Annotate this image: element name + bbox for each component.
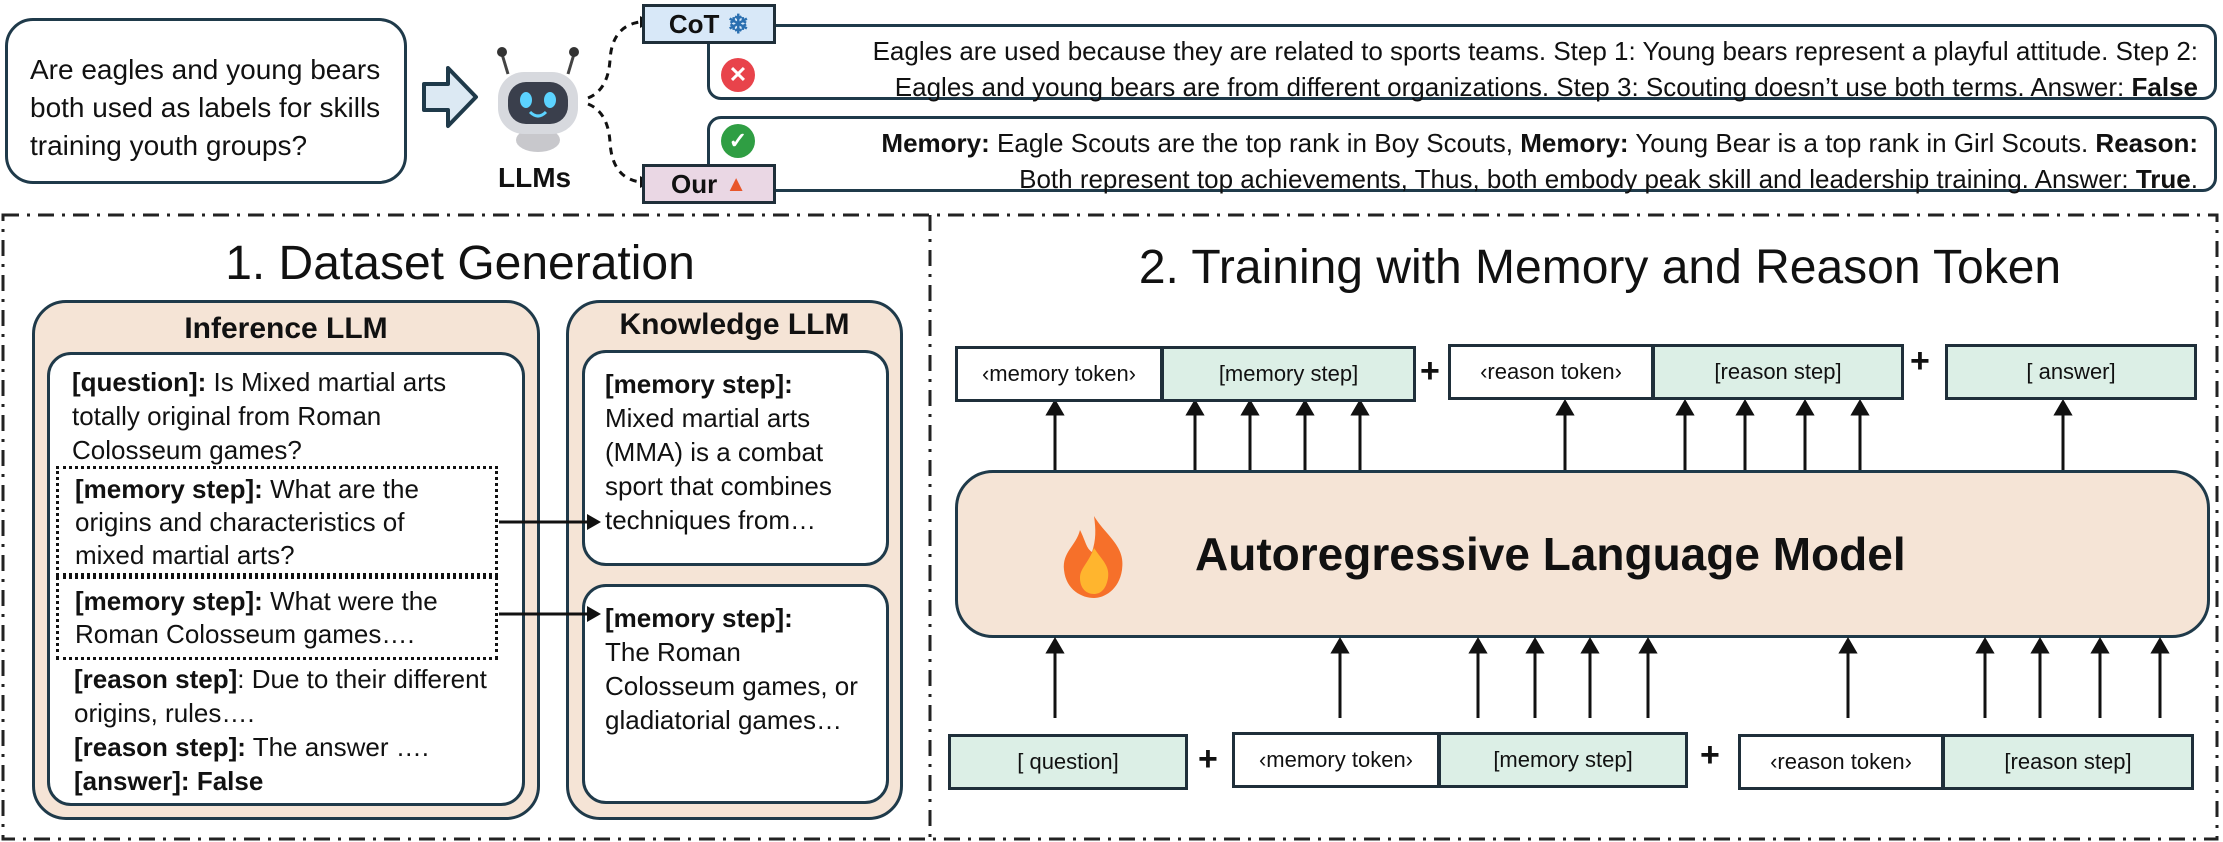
language-model-box bbox=[955, 470, 2210, 638]
llms-label: LLMs bbox=[498, 162, 572, 193]
arrow-right-icon bbox=[422, 66, 478, 128]
reason-step-text-1: : Due to their different origins, rules…… bbox=[74, 664, 487, 728]
inference-card: [question]: Is Mixed martial arts totall… bbox=[47, 352, 525, 806]
fire-icon bbox=[1052, 512, 1136, 617]
section2-title: 2. Training with Memory and Reason Token bbox=[1138, 241, 2062, 294]
reason-step-text-2: The answer …. bbox=[252, 732, 429, 762]
question-box: Are eagles and young bears both used as … bbox=[5, 18, 407, 184]
top-memory-step: [memory step] bbox=[1161, 346, 1416, 402]
memory-step-text-2: What were the Roman Colosseum games…. bbox=[75, 586, 438, 649]
question-text-2: Is Mixed martial arts totally original f… bbox=[72, 367, 447, 465]
top-reason-token: ‹reason token› bbox=[1448, 344, 1654, 400]
knowledge-text-2: The Roman Colosseum games, or gladiatori… bbox=[605, 637, 858, 735]
cot-tag: CoT ❄ bbox=[642, 4, 776, 44]
memory-label-2: Memory: bbox=[1520, 128, 1629, 158]
question-text: Are eagles and young bears both used as … bbox=[30, 54, 381, 161]
question-label: [question]: bbox=[72, 367, 207, 397]
cot-answer-line2: Eagles and young bears are from differen… bbox=[894, 72, 2125, 102]
answer-label: [answer]: bbox=[74, 766, 190, 796]
knowledge-label-2: [memory step]: bbox=[605, 603, 793, 633]
knowledge-card-1: [memory step]: Mixed martial arts (MMA) … bbox=[582, 350, 889, 566]
bottom-reason-token: ‹reason token› bbox=[1738, 734, 1944, 790]
knowledge-llm-title: Knowledge LLM bbox=[619, 308, 850, 341]
section1-title: 1. Dataset Generation bbox=[225, 237, 695, 290]
memory-step-box-1: [memory step]: What are the origins and … bbox=[56, 466, 498, 576]
wrong-icon: ✕ bbox=[721, 58, 755, 92]
cot-answer-value: False bbox=[2131, 72, 2199, 102]
memory-step-label-2: [memory step]: bbox=[75, 586, 263, 616]
gear-icon: ❄ bbox=[727, 8, 750, 39]
check-icon: ✓ bbox=[721, 124, 755, 158]
plus-sign: + bbox=[1420, 352, 1440, 390]
link-arrows bbox=[499, 514, 601, 622]
reason-text: Both represent top achievements, Thus, b… bbox=[1019, 164, 2129, 194]
our-answer-value: True bbox=[2135, 164, 2191, 194]
knowledge-card-2: [memory step]: The Roman Colosseum games… bbox=[582, 584, 889, 804]
plus-sign: + bbox=[1198, 740, 1218, 778]
top-memory-token: ‹memory token› bbox=[955, 346, 1163, 402]
bottom-reason-step: [reason step] bbox=[1942, 734, 2194, 790]
robot-icon bbox=[497, 47, 579, 152]
our-tag: Our ▲ bbox=[642, 164, 776, 204]
bottom-question: [ question] bbox=[948, 734, 1188, 790]
memory-step-box-2: [memory step]: What were the Roman Colos… bbox=[56, 576, 498, 660]
memory-step-text-1: What are the origins and characteristics… bbox=[75, 474, 419, 570]
reason-steps: [reason step]: Due to their different or… bbox=[74, 662, 514, 798]
our-tag-label: Our bbox=[670, 168, 718, 199]
memory-label-1: Memory: bbox=[881, 128, 990, 158]
our-answer-box: Memory: Eagle Scouts are the top rank in… bbox=[707, 116, 2217, 194]
model-label: Autoregressive Language Model bbox=[1195, 528, 1906, 580]
inference-llm-title: Inference LLM bbox=[184, 312, 388, 345]
bottom-memory-step: [memory step] bbox=[1438, 732, 1688, 788]
reason-step-label-1: [reason step] bbox=[74, 664, 238, 694]
section-frame bbox=[1, 213, 2219, 841]
cot-answer-box: Eagles are used because they are related… bbox=[707, 24, 2217, 102]
cot-tag-label: CoT bbox=[668, 8, 720, 39]
plus-sign: + bbox=[1910, 342, 1930, 380]
reason-label: Reason: bbox=[2095, 128, 2198, 158]
memory-text-1: Eagle Scouts are the top rank in Boy Sco… bbox=[997, 128, 1513, 158]
period: . bbox=[2190, 164, 2198, 194]
bottom-memory-token: ‹memory token› bbox=[1232, 732, 1440, 788]
top-reason-step: [reason step] bbox=[1652, 344, 1904, 400]
reason-step-label-2: [reason step]: bbox=[74, 732, 246, 762]
plus-sign: + bbox=[1700, 736, 1720, 774]
memory-step-label-1: [memory step]: bbox=[75, 474, 263, 504]
knowledge-text-1: Mixed martial arts (MMA) is a combat spo… bbox=[605, 403, 832, 535]
top-answer: [ answer] bbox=[1945, 344, 2197, 400]
answer-text: False bbox=[196, 766, 264, 796]
memory-text-2: Young Bear is a top rank in Girl Scouts. bbox=[1635, 128, 2089, 158]
cot-answer-line1: Eagles are used because they are related… bbox=[872, 36, 2198, 66]
fire-icon: ▲ bbox=[725, 171, 747, 196]
knowledge-label-1: [memory step]: bbox=[605, 369, 793, 399]
